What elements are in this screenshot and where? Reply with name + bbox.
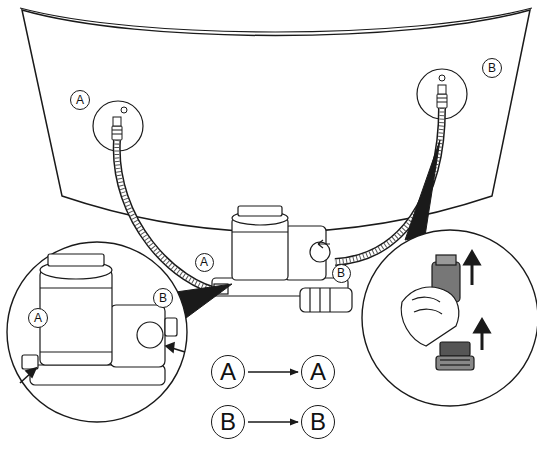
callout-letter: A bbox=[34, 312, 42, 324]
inset-circle-hand bbox=[362, 230, 537, 406]
circled-letter: B bbox=[332, 264, 351, 283]
circled-letter: A bbox=[70, 90, 90, 110]
filter-pump bbox=[212, 206, 352, 312]
spa-wall bbox=[22, 10, 530, 232]
inset-circle-pump bbox=[7, 242, 187, 422]
push-arrows bbox=[465, 252, 489, 350]
arrow-connector bbox=[248, 371, 298, 373]
spa-rim bbox=[20, 8, 532, 32]
inset-hand-fittings bbox=[401, 255, 474, 370]
circled-letter: A bbox=[195, 253, 214, 272]
circled-letter: A bbox=[211, 355, 245, 389]
callout-letter: B bbox=[220, 410, 236, 434]
circled-letter: A bbox=[301, 355, 335, 389]
callout-letter: B bbox=[310, 410, 326, 434]
inset-arrows bbox=[20, 343, 185, 383]
callout-letter: A bbox=[76, 94, 84, 106]
callout-letter: A bbox=[220, 360, 236, 384]
callout-letter: B bbox=[159, 292, 167, 304]
callout-letter: A bbox=[200, 256, 208, 268]
circled-letter: B bbox=[153, 288, 173, 308]
circled-letter: B bbox=[482, 58, 502, 78]
circled-letter: A bbox=[28, 308, 48, 328]
callout-letter: B bbox=[488, 62, 496, 74]
fitting-a bbox=[112, 107, 127, 140]
arrow-connector bbox=[248, 421, 298, 423]
circled-letter: B bbox=[301, 405, 335, 439]
callout-letter: A bbox=[310, 360, 326, 384]
circled-letter: B bbox=[211, 405, 245, 439]
inset-pump bbox=[22, 254, 177, 385]
callout-letter: B bbox=[337, 267, 345, 279]
fitting-b bbox=[437, 75, 447, 108]
